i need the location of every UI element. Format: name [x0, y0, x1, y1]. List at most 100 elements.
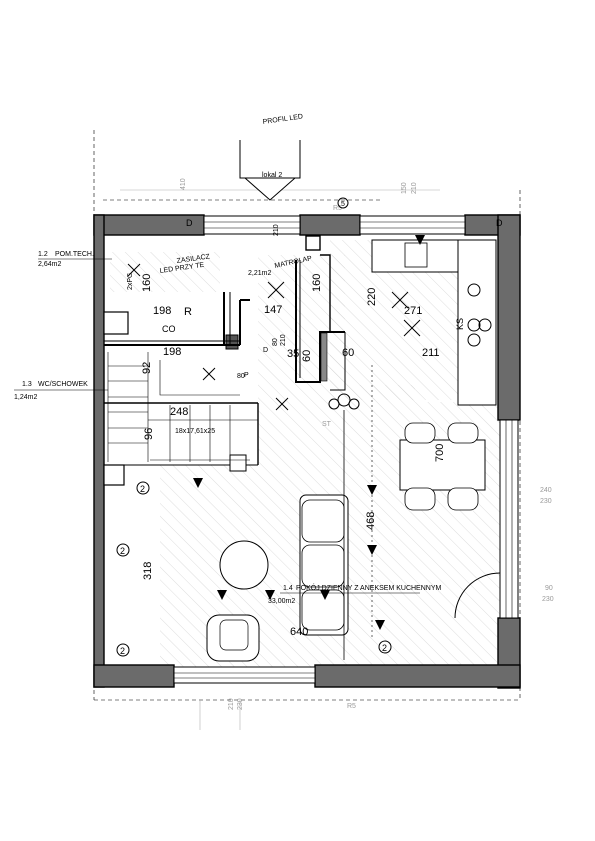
exterior-walls — [93, 214, 521, 689]
dim-468: 468 — [365, 512, 377, 530]
bottom-window — [173, 666, 316, 684]
wall-right-upper — [497, 214, 521, 421]
win-top-210: 210 — [411, 182, 418, 194]
round-table — [219, 540, 269, 590]
pg-label: 2xPG — [127, 272, 134, 290]
bottom-230: 230 — [237, 698, 244, 710]
dim-211: 211 — [422, 347, 440, 359]
dim-210-a: 210 — [273, 224, 280, 236]
d-right-label: D — [496, 218, 503, 228]
circle-number-2: 2 — [382, 643, 387, 653]
arrow-icon — [193, 478, 203, 488]
top-window — [203, 215, 466, 235]
light-x-icon — [275, 397, 289, 411]
sofa — [299, 494, 349, 636]
electrical-symbols — [127, 235, 425, 660]
arrow-icon — [265, 590, 275, 600]
circle-number-5: 5 — [341, 201, 345, 208]
light-x-icon — [267, 281, 285, 299]
living-area: 33,00m2 — [268, 598, 295, 605]
wall-bottom-left — [93, 664, 175, 688]
win-230-a: 230 — [540, 498, 552, 505]
dim-700: 700 — [434, 444, 446, 462]
circle-number-2: 2 — [120, 546, 125, 556]
d-left-label: D — [186, 218, 193, 228]
win-90: 90 — [545, 585, 553, 592]
dim-160-a: 160 — [141, 274, 153, 292]
light-x-icon — [403, 319, 421, 337]
dim-198-b: 198 — [163, 346, 181, 358]
r-label: R — [184, 306, 192, 318]
dim-60-b: 60 — [342, 347, 354, 359]
st-label: ST — [322, 421, 332, 428]
window-frame-right — [499, 419, 519, 619]
dim-160-b: 160 — [311, 274, 323, 292]
dim-640: 640 — [290, 626, 308, 638]
furniture — [103, 140, 519, 684]
d-mid-label: D — [263, 347, 268, 354]
dim-220: 220 — [366, 288, 378, 306]
wall-top-mid — [299, 214, 361, 236]
area-221-label: 2,21m2 — [248, 270, 271, 277]
dim-147: 147 — [264, 304, 282, 316]
tech-name: POM.TECH. — [55, 251, 94, 258]
arrow-icon — [217, 590, 227, 600]
room-label-living: 1.4 POKÓJ DZIENNY Z ANEKSEM KUCHENNYM 33… — [268, 583, 442, 605]
stairs-label: 18x17,61x25 — [175, 428, 215, 435]
light-x-icon — [391, 291, 409, 309]
living-number: 1.4 — [283, 585, 293, 592]
dim-60-a: 60 — [301, 350, 313, 362]
tech-number: 1.2 — [38, 251, 48, 258]
circle-markers: 2 2 2 2 5 — [116, 197, 392, 657]
room-label-wc: 1.3 WC/SCHOWEK 1,24m2 — [14, 381, 108, 401]
wc-area: 1,24m2 — [14, 394, 37, 401]
interior-walls — [103, 235, 346, 486]
wc-name: WC/SCHOWEK — [38, 381, 88, 388]
wall-left — [93, 214, 105, 688]
dim-210-b: 210 — [280, 334, 287, 346]
room-label-tech: 1.2 POM.TECH. 2,64m2 — [38, 251, 112, 268]
dim-271: 271 — [404, 305, 422, 317]
dim-96: 96 — [143, 428, 155, 440]
profil-led-label: PROFIL LED — [262, 113, 303, 126]
arrow-icon — [320, 590, 330, 600]
co-label: CO — [162, 324, 176, 334]
circle-number-2: 2 — [140, 484, 145, 494]
circle-number-2: 2 — [120, 646, 125, 656]
wc-number: 1.3 — [22, 381, 32, 388]
lokal-label: lokal 2 — [262, 172, 282, 179]
wall-bottom-right — [314, 664, 521, 688]
tech-area: 2,64m2 — [38, 261, 61, 268]
dim-80-b: 80 — [237, 373, 245, 380]
win-230-b: 230 — [542, 596, 554, 603]
arrow-icon — [375, 620, 385, 630]
dim-35: 35 — [287, 348, 299, 360]
arrow-icon — [415, 235, 425, 245]
dim-198-a: 198 — [153, 305, 171, 317]
dim-92: 92 — [141, 362, 153, 374]
profil-led-box — [103, 140, 380, 201]
kitchen-counter — [371, 239, 497, 406]
staircase — [107, 352, 258, 462]
light-x-icon — [127, 263, 141, 277]
bottom-210: 210 — [228, 698, 235, 710]
win-top-150: 150 — [401, 182, 408, 194]
r5-a: R5 — [333, 205, 342, 212]
ceiling-light-icon — [328, 393, 360, 410]
top-410: 410 — [180, 178, 187, 190]
p-label: P — [244, 372, 249, 379]
dim-248: 248 — [170, 406, 188, 418]
zasilacz-label: ZASILACZ — [176, 253, 211, 265]
living-name: POKÓJ DZIENNY Z ANEKSEM KUCHENNYM — [296, 583, 442, 592]
light-x-icon — [202, 367, 216, 381]
dimensions: 160 160 198 198 147 220 271 211 35 60 60… — [141, 178, 554, 710]
dining-table — [399, 422, 486, 511]
win-240: 240 — [540, 487, 552, 494]
dim-80-a: 80 — [272, 338, 279, 346]
dim-318: 318 — [142, 562, 154, 580]
armchair — [206, 614, 260, 662]
ks-label: KS — [455, 318, 465, 330]
r5-b: R5 — [347, 703, 356, 710]
door-arc — [454, 572, 501, 619]
